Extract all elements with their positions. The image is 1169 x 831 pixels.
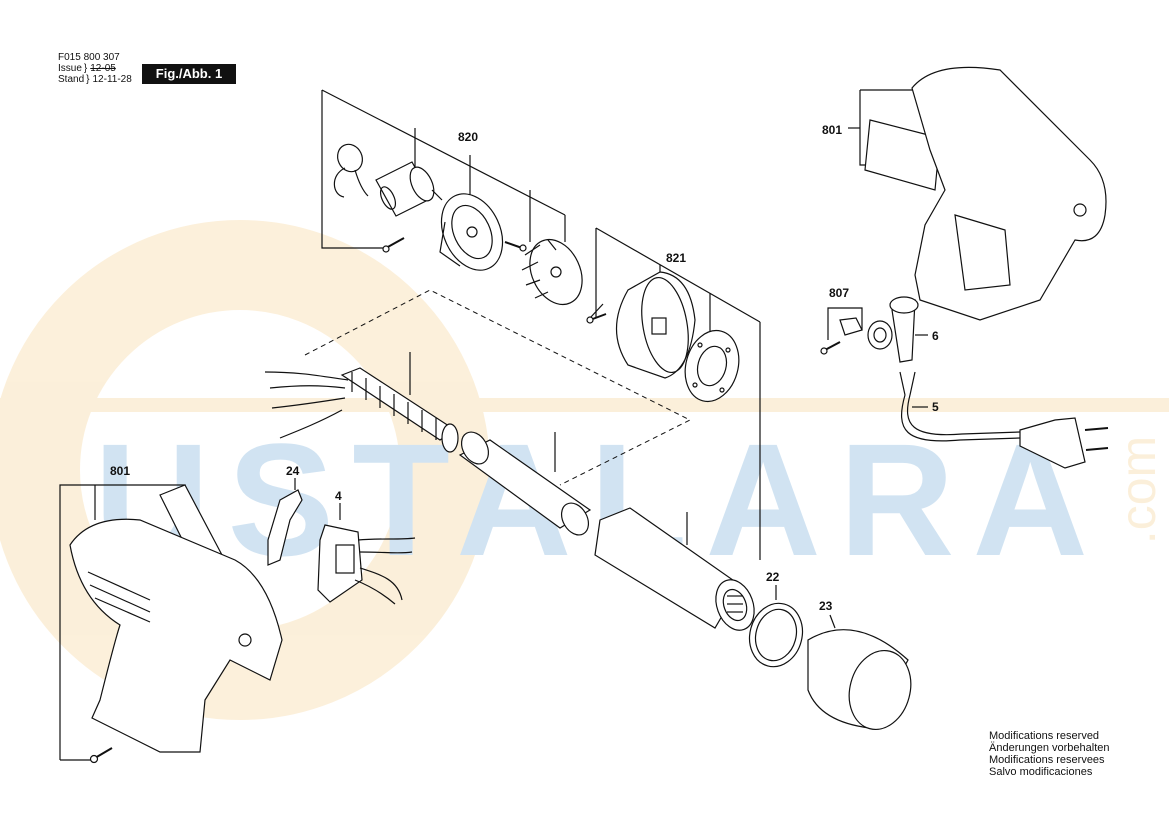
power-plug [1019,417,1109,469]
callout-4: 4 [335,489,342,503]
mounting-plate [684,329,740,403]
callout-801-top: 801 [822,123,842,137]
part-6-cord-guard [867,296,928,363]
callout-807: 807 [829,286,849,300]
dc-motor [375,161,443,217]
issue-label: Issue [58,63,82,74]
group-821-bracket [589,227,761,560]
note-german: Änderungen vorbehalten [989,742,1110,754]
right-vent-mesh [864,119,941,191]
heater-housing [615,271,696,379]
callout-5: 5 [932,400,939,414]
watermark-ring [0,220,490,720]
heater-dashed-outline [304,289,692,486]
watermark: USTALARA .com [0,220,1169,720]
part-23-nozzle [807,614,912,731]
modification-notes: Modifications reserved Änderungen vorbeh… [989,730,1109,778]
mica-tube [458,431,592,536]
note-english: Modifications reserved [989,730,1100,742]
note-spanish: Salvo modificaciones [989,766,1093,778]
part-5-power-cable [899,371,1021,442]
part-807-screw [820,341,841,355]
part-22-ring [748,585,804,668]
issue-line: Issue}12-05 [58,63,116,75]
housing-screw [586,313,607,324]
part-807-clip [839,317,863,336]
issue-new-date: 12-11-28 [92,74,132,85]
stand-brace: } [86,74,90,85]
stand-line: Stand}12-11-28 [58,74,132,86]
left-housing [69,518,283,753]
heating-element [264,352,459,453]
part-4-switch [317,503,416,605]
callout-820: 820 [458,130,478,144]
doc-number: F015 800 307 [58,52,120,63]
callout-801-left: 801 [110,464,130,478]
motor-bracket-spring [333,143,369,198]
callout-23: 23 [819,599,833,613]
watermark-suffix: .com [1110,436,1166,544]
part-24 [267,478,303,566]
figure-label: Fig./Abb. 1 [142,64,236,84]
left-housing-screw [89,747,113,764]
part-807-bracket [827,307,863,340]
callout-24: 24 [286,464,300,478]
watermark-band [0,398,1169,412]
callout-6: 6 [932,329,939,343]
issue-brace: } [83,63,88,74]
fan-screw [504,241,527,252]
note-french: Modifications reservees [989,754,1105,766]
nozzle-tube [594,507,755,631]
motor-screw [382,237,405,253]
callout-22: 22 [766,570,780,584]
fan-impeller [521,238,583,306]
issue-old-date: 12-05 [90,63,116,74]
watermark-text: USTALARA [94,410,1106,589]
fan-housing [439,193,504,271]
callout-821: 821 [666,251,686,265]
stand-label: Stand [58,74,85,85]
group-820-bracket [321,89,566,249]
right-housing [911,66,1107,321]
